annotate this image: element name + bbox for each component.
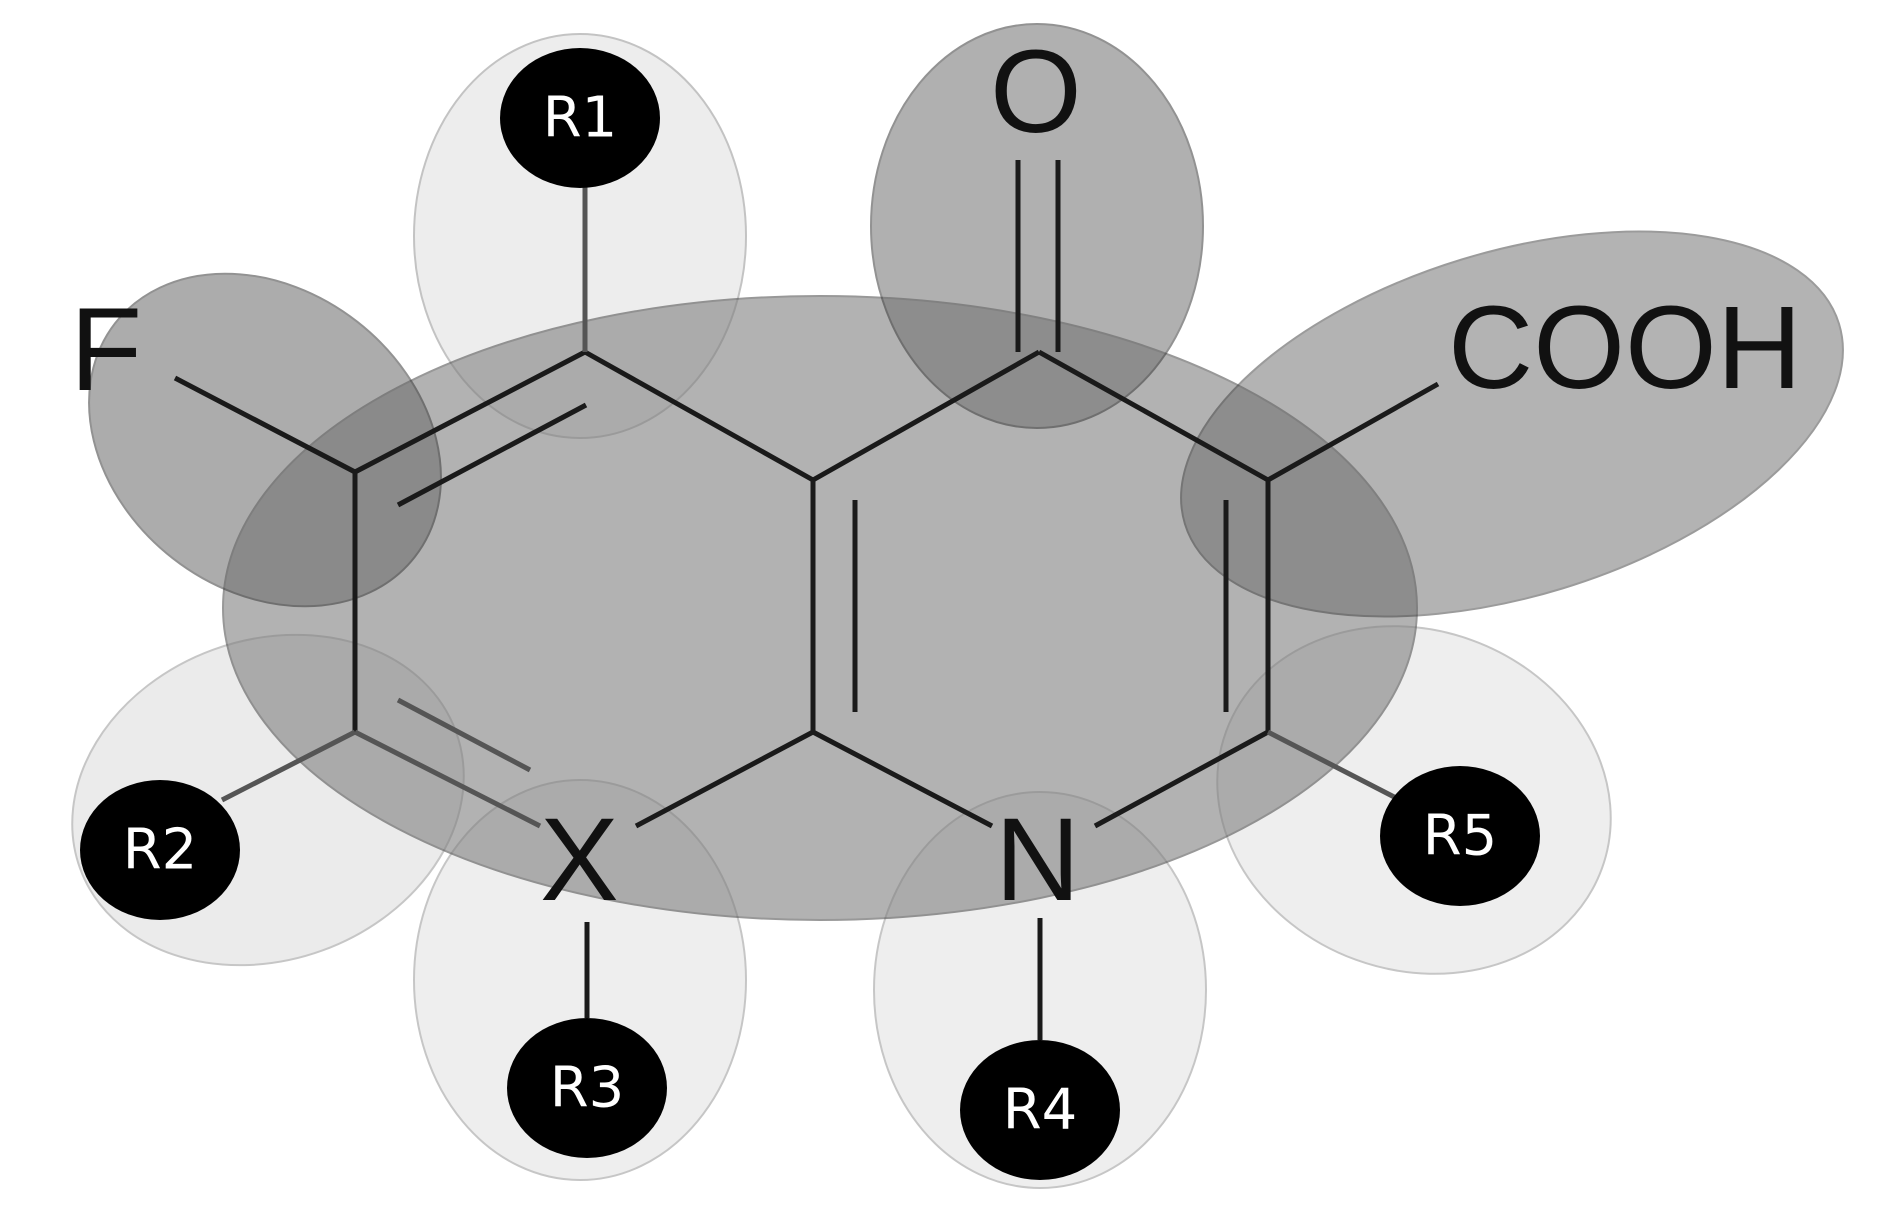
- oxygen-label: O: [990, 26, 1082, 158]
- position-x-label: X: [540, 794, 619, 926]
- nitrogen-label: N: [995, 794, 1080, 926]
- fluorine-label: F: [70, 284, 142, 416]
- badge-r3-label: R3: [550, 1056, 625, 1121]
- region-carbonyl: [870, 23, 1204, 429]
- atom-labels: F O COOH X N: [70, 26, 1802, 926]
- badge-r1-label: R1: [543, 86, 618, 151]
- badge-r1: R1: [500, 48, 660, 188]
- badge-r5: R5: [1380, 766, 1540, 906]
- badge-r3: R3: [507, 1018, 667, 1158]
- carboxyl-label: COOH: [1448, 282, 1802, 414]
- badge-r4: R4: [960, 1040, 1120, 1180]
- bond-skeleton: [173, 160, 1440, 1040]
- badge-r4-label: R4: [1003, 1078, 1078, 1143]
- badge-r2: R2: [80, 780, 240, 920]
- badge-r2-label: R2: [123, 818, 198, 883]
- region-carboxyl: [1180, 230, 1844, 618]
- functional-regions: [88, 23, 1844, 618]
- badge-r5-label: R5: [1423, 804, 1498, 869]
- substituent-badges: R1 R2 R3 R4 R5: [80, 48, 1540, 1180]
